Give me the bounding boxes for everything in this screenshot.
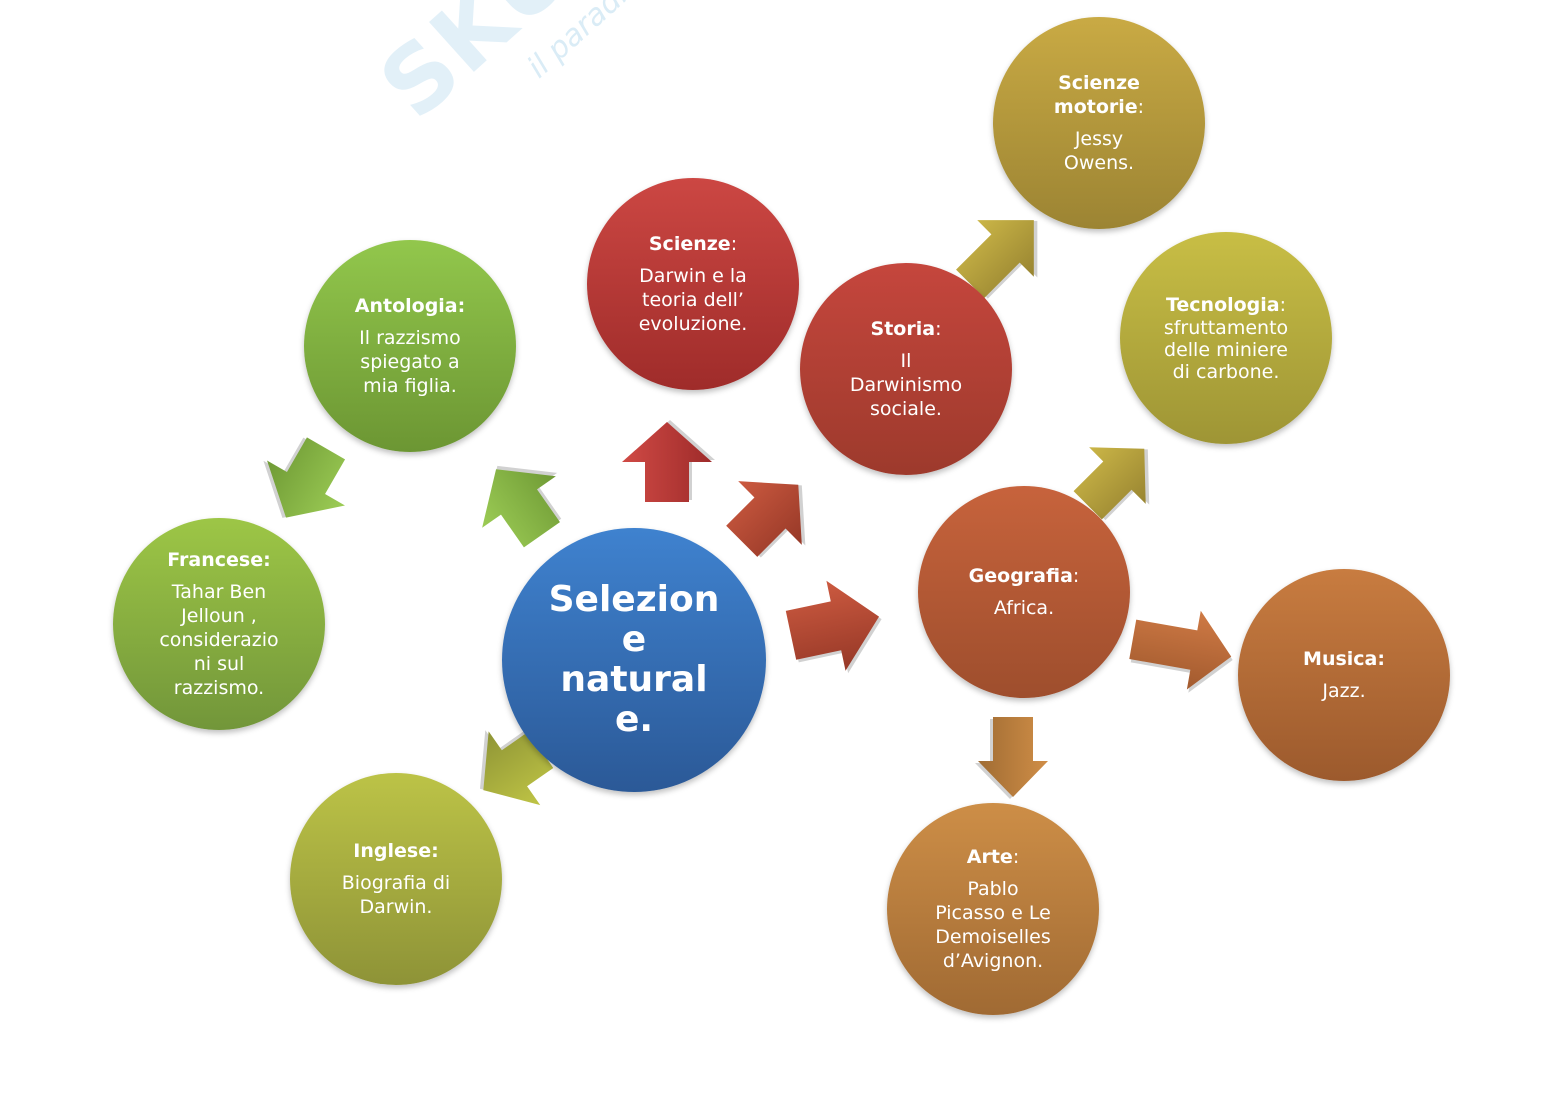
tecnologia-colon: : — [1279, 294, 1287, 316]
arte-body: Pablo Picasso e Le Demoiselles d’Avignon… — [935, 878, 1051, 972]
node-geografia: Geografia: Africa. — [918, 486, 1130, 698]
node-tecnologia: Tecnologia: sfruttamento delle miniere d… — [1120, 232, 1332, 444]
arrow-to-tecnologia-shape — [1073, 447, 1146, 520]
antologia-title: Antologia: — [354, 295, 466, 317]
musica-title: Musica: — [1303, 648, 1385, 670]
arte-colon: : — [1012, 846, 1020, 868]
arrow-to-storia — [726, 481, 806, 558]
arrow-to-arte — [975, 717, 1048, 799]
inglese-title: Inglese: — [353, 840, 439, 862]
arrow-to-scienze-motorie — [956, 220, 1038, 299]
arrow-to-francese — [263, 437, 346, 518]
arrow-to-arte-shape — [978, 717, 1048, 797]
scienze-body: Darwin e la teoria dell’ evoluzione. — [638, 265, 748, 335]
arrow-to-tecnologia — [1073, 447, 1150, 521]
storia-body: Il Darwinismo sociale. — [849, 350, 963, 420]
scienze-title: Scienze — [648, 233, 731, 255]
tecnologia-title: Tecnologia — [1165, 294, 1280, 316]
node-scienze-motorie: Scienze motorie: Jessy Owens. — [993, 17, 1205, 229]
tecnologia-body: sfruttamento delle miniere di carbone. — [1163, 317, 1289, 383]
arte-title: Arte — [966, 846, 1013, 868]
node-antologia: Antologia: Il razzismo spiegato a mia fi… — [304, 240, 516, 452]
scienze-motorie-body: Jessy Owens. — [1063, 128, 1135, 174]
arrow-to-musica-shape — [1129, 610, 1232, 690]
geografia-colon: : — [1072, 565, 1080, 587]
arrow-to-storia-shape — [726, 481, 802, 557]
storia-title: Storia — [870, 318, 936, 340]
antologia-body: Il razzismo spiegato a mia figlia. — [359, 327, 461, 397]
arrow-to-inglese-shape — [483, 731, 554, 806]
francese-title: Francese: — [167, 549, 271, 571]
arrow-to-musica — [1129, 610, 1233, 693]
scienze-motorie-colon: : — [1137, 96, 1145, 118]
geografia-title: Geografia — [968, 565, 1073, 587]
arrow-to-geografia — [785, 580, 882, 674]
node-arte: Arte: Pablo Picasso e Le Demoiselles d’A… — [887, 803, 1099, 1015]
scienze-motorie-title: Scienze motorie — [1053, 72, 1140, 118]
inglese-body: Biografia di Darwin. — [341, 872, 451, 918]
francese-body: Tahar Ben Jelloun , considerazio ni sul … — [159, 581, 279, 699]
arrow-to-scienze-motorie-shape — [956, 220, 1034, 298]
node-inglese: Inglese: Biografia di Darwin. — [290, 773, 502, 985]
arrow-to-francese-shape — [267, 437, 346, 518]
musica-body: Jazz. — [1322, 680, 1366, 702]
arrow-to-inglese — [479, 730, 554, 806]
arrow-to-scienze — [622, 420, 715, 502]
node-scienze: Scienze: Darwin e la teoria dell’ evoluz… — [587, 178, 799, 390]
node-storia: Storia: Il Darwinismo sociale. — [800, 263, 1012, 475]
center-title: Selezion e natural e. — [548, 579, 720, 740]
storia-colon: : — [935, 318, 942, 340]
arrow-to-scienze-shape — [622, 422, 712, 502]
geografia-body: Africa. — [993, 597, 1055, 619]
arrow-to-antologia — [482, 465, 562, 548]
node-francese: Francese: Tahar Ben Jelloun , consideraz… — [113, 518, 325, 730]
arrow-to-geografia-shape — [785, 580, 880, 671]
arrow-to-antologia-shape — [482, 469, 560, 548]
node-musica: Musica: Jazz. — [1238, 569, 1450, 781]
scienze-colon: : — [730, 233, 738, 255]
node-selezione-naturale: Selezion e natural e. — [502, 528, 766, 792]
